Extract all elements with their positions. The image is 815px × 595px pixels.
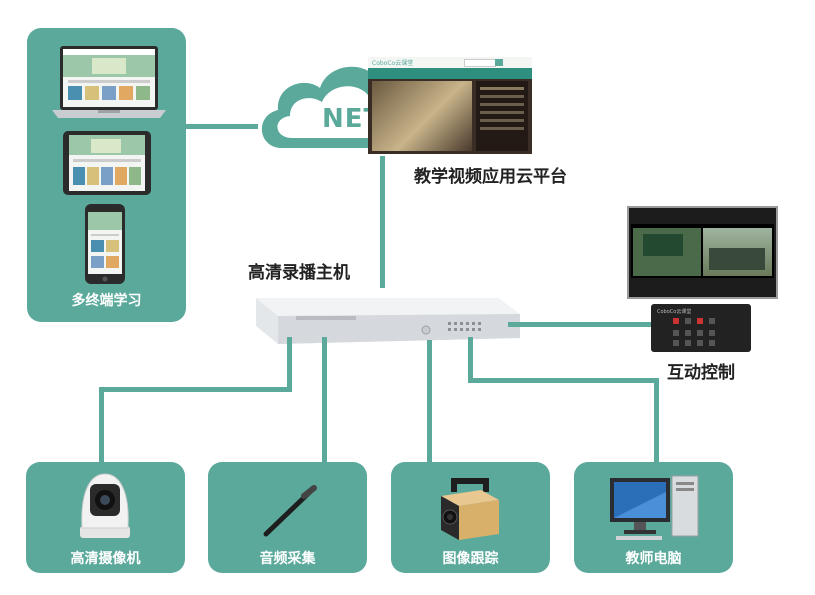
- multi-terminal-panel: 多终端学习: [27, 28, 186, 322]
- connector-recorder-interactive: [508, 322, 654, 327]
- control-panel-brand: CoboCo云课堂: [657, 309, 692, 315]
- device-panel-camera: 高清摄像机: [26, 462, 185, 573]
- device-label-computer: 教师电脑: [625, 551, 682, 567]
- platform-brand: CoboCo云课堂: [372, 60, 414, 67]
- smartphone-icon: [85, 204, 125, 284]
- multi-terminal-label: 多终端学习: [71, 293, 142, 309]
- connector-cloud-recorder: [380, 156, 385, 288]
- interactive-label: 互动控制: [667, 363, 735, 383]
- device-panel-computer: 教师电脑: [574, 462, 733, 573]
- desktop-computer-icon: [606, 470, 702, 542]
- connector-to-camera-h: [99, 387, 292, 392]
- tablet-icon: [63, 131, 151, 195]
- camera-icon: [76, 470, 134, 540]
- platform-label: 教学视频应用云平台: [414, 167, 567, 187]
- connector-to-computer-v: [654, 378, 659, 462]
- device-label-audio: 音频采集: [259, 551, 316, 567]
- connector-to-computer: [468, 337, 473, 383]
- recorder-device: [238, 286, 528, 356]
- interactive-display: [627, 206, 778, 299]
- connector-to-camera: [287, 337, 292, 392]
- laptop-icon: [52, 44, 166, 122]
- connector-terminal-cloud: [186, 124, 258, 129]
- platform-screenshot: CoboCo云课堂: [368, 57, 532, 154]
- device-panel-audio: 音频采集: [208, 462, 367, 573]
- recorder-label: 高清录播主机: [248, 263, 350, 283]
- connector-to-tracking: [427, 340, 432, 462]
- device-panel-tracking: 图像跟踪: [391, 462, 550, 573]
- control-panel: CoboCo云课堂: [651, 304, 751, 352]
- connector-to-audio: [322, 337, 327, 462]
- connector-to-computer-h: [468, 378, 659, 383]
- device-label-camera: 高清摄像机: [70, 551, 141, 567]
- connector-to-camera-v: [99, 387, 104, 462]
- device-label-tracking: 图像跟踪: [442, 551, 499, 567]
- tracking-camera-icon: [433, 472, 507, 542]
- microphone-icon: [260, 482, 320, 538]
